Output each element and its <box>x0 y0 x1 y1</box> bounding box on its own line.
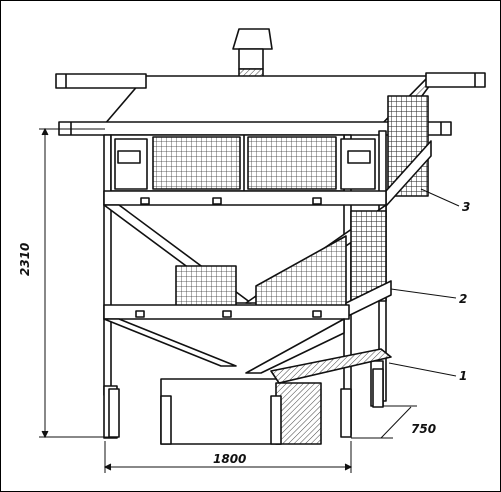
callout-3: 3 <box>462 200 471 214</box>
depth-dimension-line <box>380 406 412 439</box>
nest-box <box>160 348 392 445</box>
upper-rail <box>103 190 387 206</box>
leader-1 <box>388 362 457 377</box>
upper-cage <box>110 95 432 207</box>
width-dimension-label: 1800 <box>213 452 247 466</box>
legs <box>108 368 384 438</box>
height-dimension-label: 2310 <box>18 242 32 276</box>
dimension-lines <box>39 127 460 473</box>
lower-rail <box>103 304 350 374</box>
callout-1: 1 <box>459 369 468 383</box>
leader-3 <box>420 188 460 207</box>
middle-cage <box>175 210 392 318</box>
leader-2 <box>390 288 457 299</box>
callout-2: 2 <box>459 292 468 306</box>
depth-dimension-label: 750 <box>411 422 437 436</box>
